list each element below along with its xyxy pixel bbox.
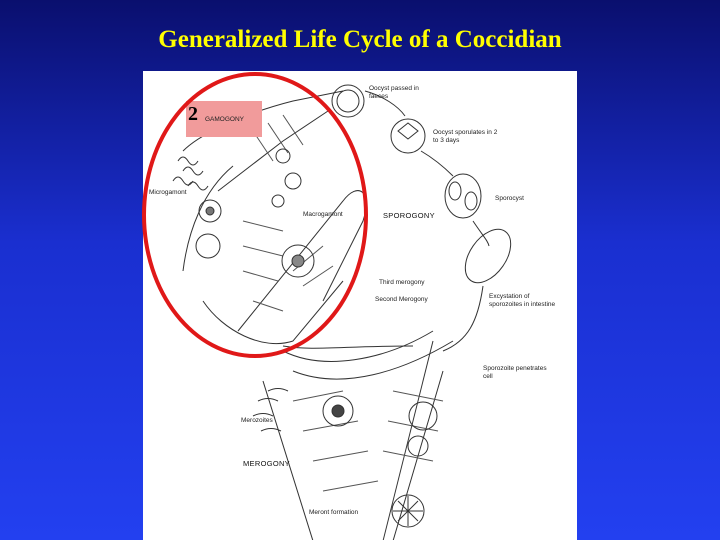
- label-excystation: Excystation of sporozoites in intestine: [489, 293, 556, 308]
- label-third-merogony: Third merogony: [379, 279, 425, 286]
- stage-merogony: MEROGONY: [243, 459, 290, 468]
- label-oocyst-sporulates: Oocyst sporulates in 2 to 3 days: [433, 129, 498, 144]
- label-merozoites: Merozoites: [241, 417, 273, 424]
- label-sporocyst: Sporocyst: [495, 195, 524, 202]
- label-meront-formation: Meront formation: [309, 509, 359, 516]
- slide-title: Generalized Life Cycle of a Coccidian: [158, 26, 562, 53]
- stage-sporogony: SPOROGONY: [383, 211, 435, 220]
- label-second-merogony: Second Merogony: [375, 296, 428, 303]
- gamogony-highlight-ring: [142, 72, 368, 358]
- label-oocyst-passed: Oocyst passed in faeces: [369, 85, 419, 100]
- label-sporozoite-penetrates: Sporozoite penetrates cell: [483, 365, 547, 380]
